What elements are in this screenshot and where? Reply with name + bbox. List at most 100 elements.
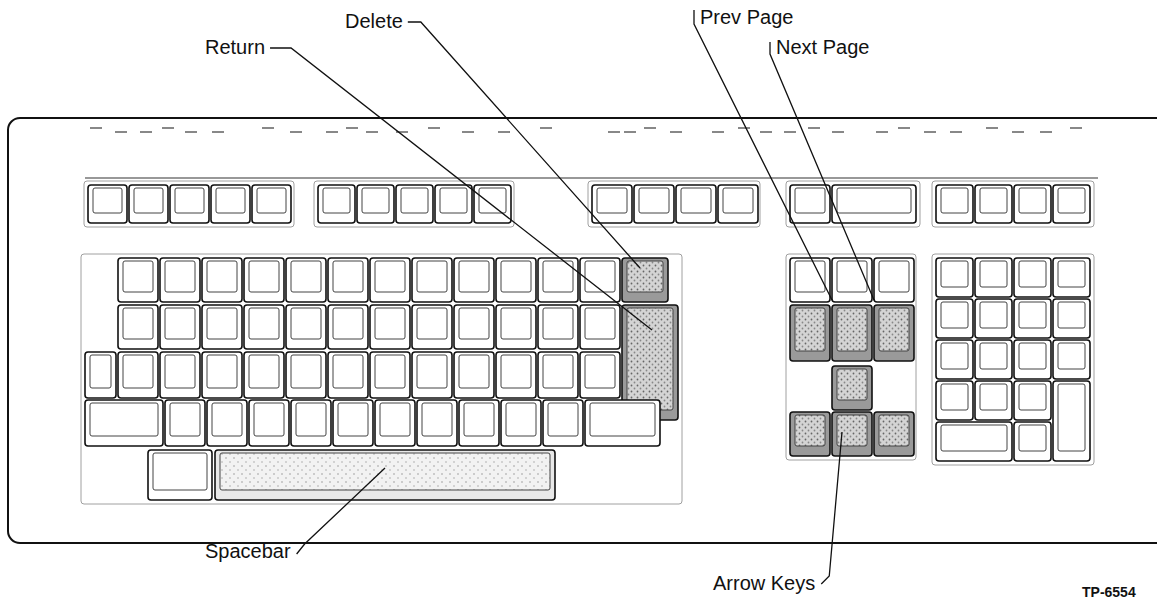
keycap-base [975,258,1012,297]
keycap-top [501,308,531,339]
keycap-base [202,352,242,398]
keycap [286,258,326,302]
keycap-top [941,188,968,213]
keycap-top [257,188,286,213]
keycap [85,352,116,398]
keycap-top [90,403,158,436]
keycap-base [496,258,536,302]
keycap [1053,258,1090,297]
keycap-top [506,403,536,436]
keycap-base [88,185,127,223]
keycap [249,400,289,446]
legend-mark [670,131,682,132]
keycap-base [435,185,472,223]
keycap-base [975,185,1012,223]
legend-mark [712,131,724,132]
keycap [357,185,394,223]
keycap [832,412,872,456]
keycap-top [879,308,909,351]
keycap [318,185,355,223]
keycap-base [375,400,415,446]
keycap-base [538,258,578,302]
keycap-top [464,403,494,436]
keycap-top [249,261,279,292]
leader-lines [270,10,874,584]
keycap [874,305,914,361]
keycap-base [412,352,452,398]
keycap-base [202,305,242,349]
keycap-top [1019,302,1046,328]
legend-mark [950,131,962,132]
keycap-top [333,261,363,292]
keycap [396,185,433,223]
keycap-top [1058,384,1085,451]
keycap [118,305,158,349]
leader-line [270,48,652,330]
keycap-base [718,185,758,223]
keycap-base [936,340,973,379]
keycap [790,185,830,223]
legend-mark [1012,131,1024,132]
keycap [333,400,373,446]
keycap [435,185,472,223]
keycap [1014,340,1051,379]
keycap-base [160,352,200,398]
keycap [1014,381,1051,420]
keycap-base [936,422,1012,461]
keycap-top [333,355,363,388]
keycap-base [832,366,872,410]
keycap [412,258,452,302]
key-group [932,181,1094,227]
legend-mark [644,127,656,128]
keycap-top [585,261,615,292]
keycap [412,305,452,349]
keycap [370,305,410,349]
keycap-top [941,425,1007,451]
keycap-base [1014,258,1051,297]
keycap-top [291,355,321,388]
keycap [936,340,973,379]
keycap-top [291,308,321,339]
keycap [832,185,916,223]
keycap [936,185,973,223]
keycap-base [318,185,355,223]
keycap [874,412,914,456]
keycap-top [375,308,405,339]
callout-label: Return [205,36,265,58]
keycap-top [1019,188,1046,213]
keycap-top [220,453,550,490]
keycap-top [980,384,1007,410]
legend-mark [428,127,440,128]
keycap [975,185,1012,223]
keycap-top [795,308,825,351]
keycap [1014,422,1051,461]
keycap-base [1053,185,1090,223]
keycap-top [795,188,825,213]
keycap-base [412,258,452,302]
keycap-top [585,308,615,339]
keycap-top [459,308,489,339]
callout-label: Spacebar [205,540,291,562]
keycap [454,352,494,398]
keycap [474,185,511,223]
legend-mark [212,131,224,132]
keycap-base [936,381,973,420]
keycap-top [207,355,237,388]
legend-mark [876,131,888,132]
keycap [580,258,620,302]
keycap [832,366,872,410]
keycap-top [380,403,410,436]
keycap-top [440,188,467,213]
keycap-base [474,185,511,223]
keycap-base [1014,299,1051,338]
legend-mark [115,131,127,132]
key-group [786,254,916,460]
keycap-top [548,403,578,436]
keycap-base [936,185,973,223]
keycap [244,352,284,398]
keycap-base [936,299,973,338]
keycap-top [543,308,573,339]
keycap-base [580,258,620,302]
keycap [1053,340,1090,379]
